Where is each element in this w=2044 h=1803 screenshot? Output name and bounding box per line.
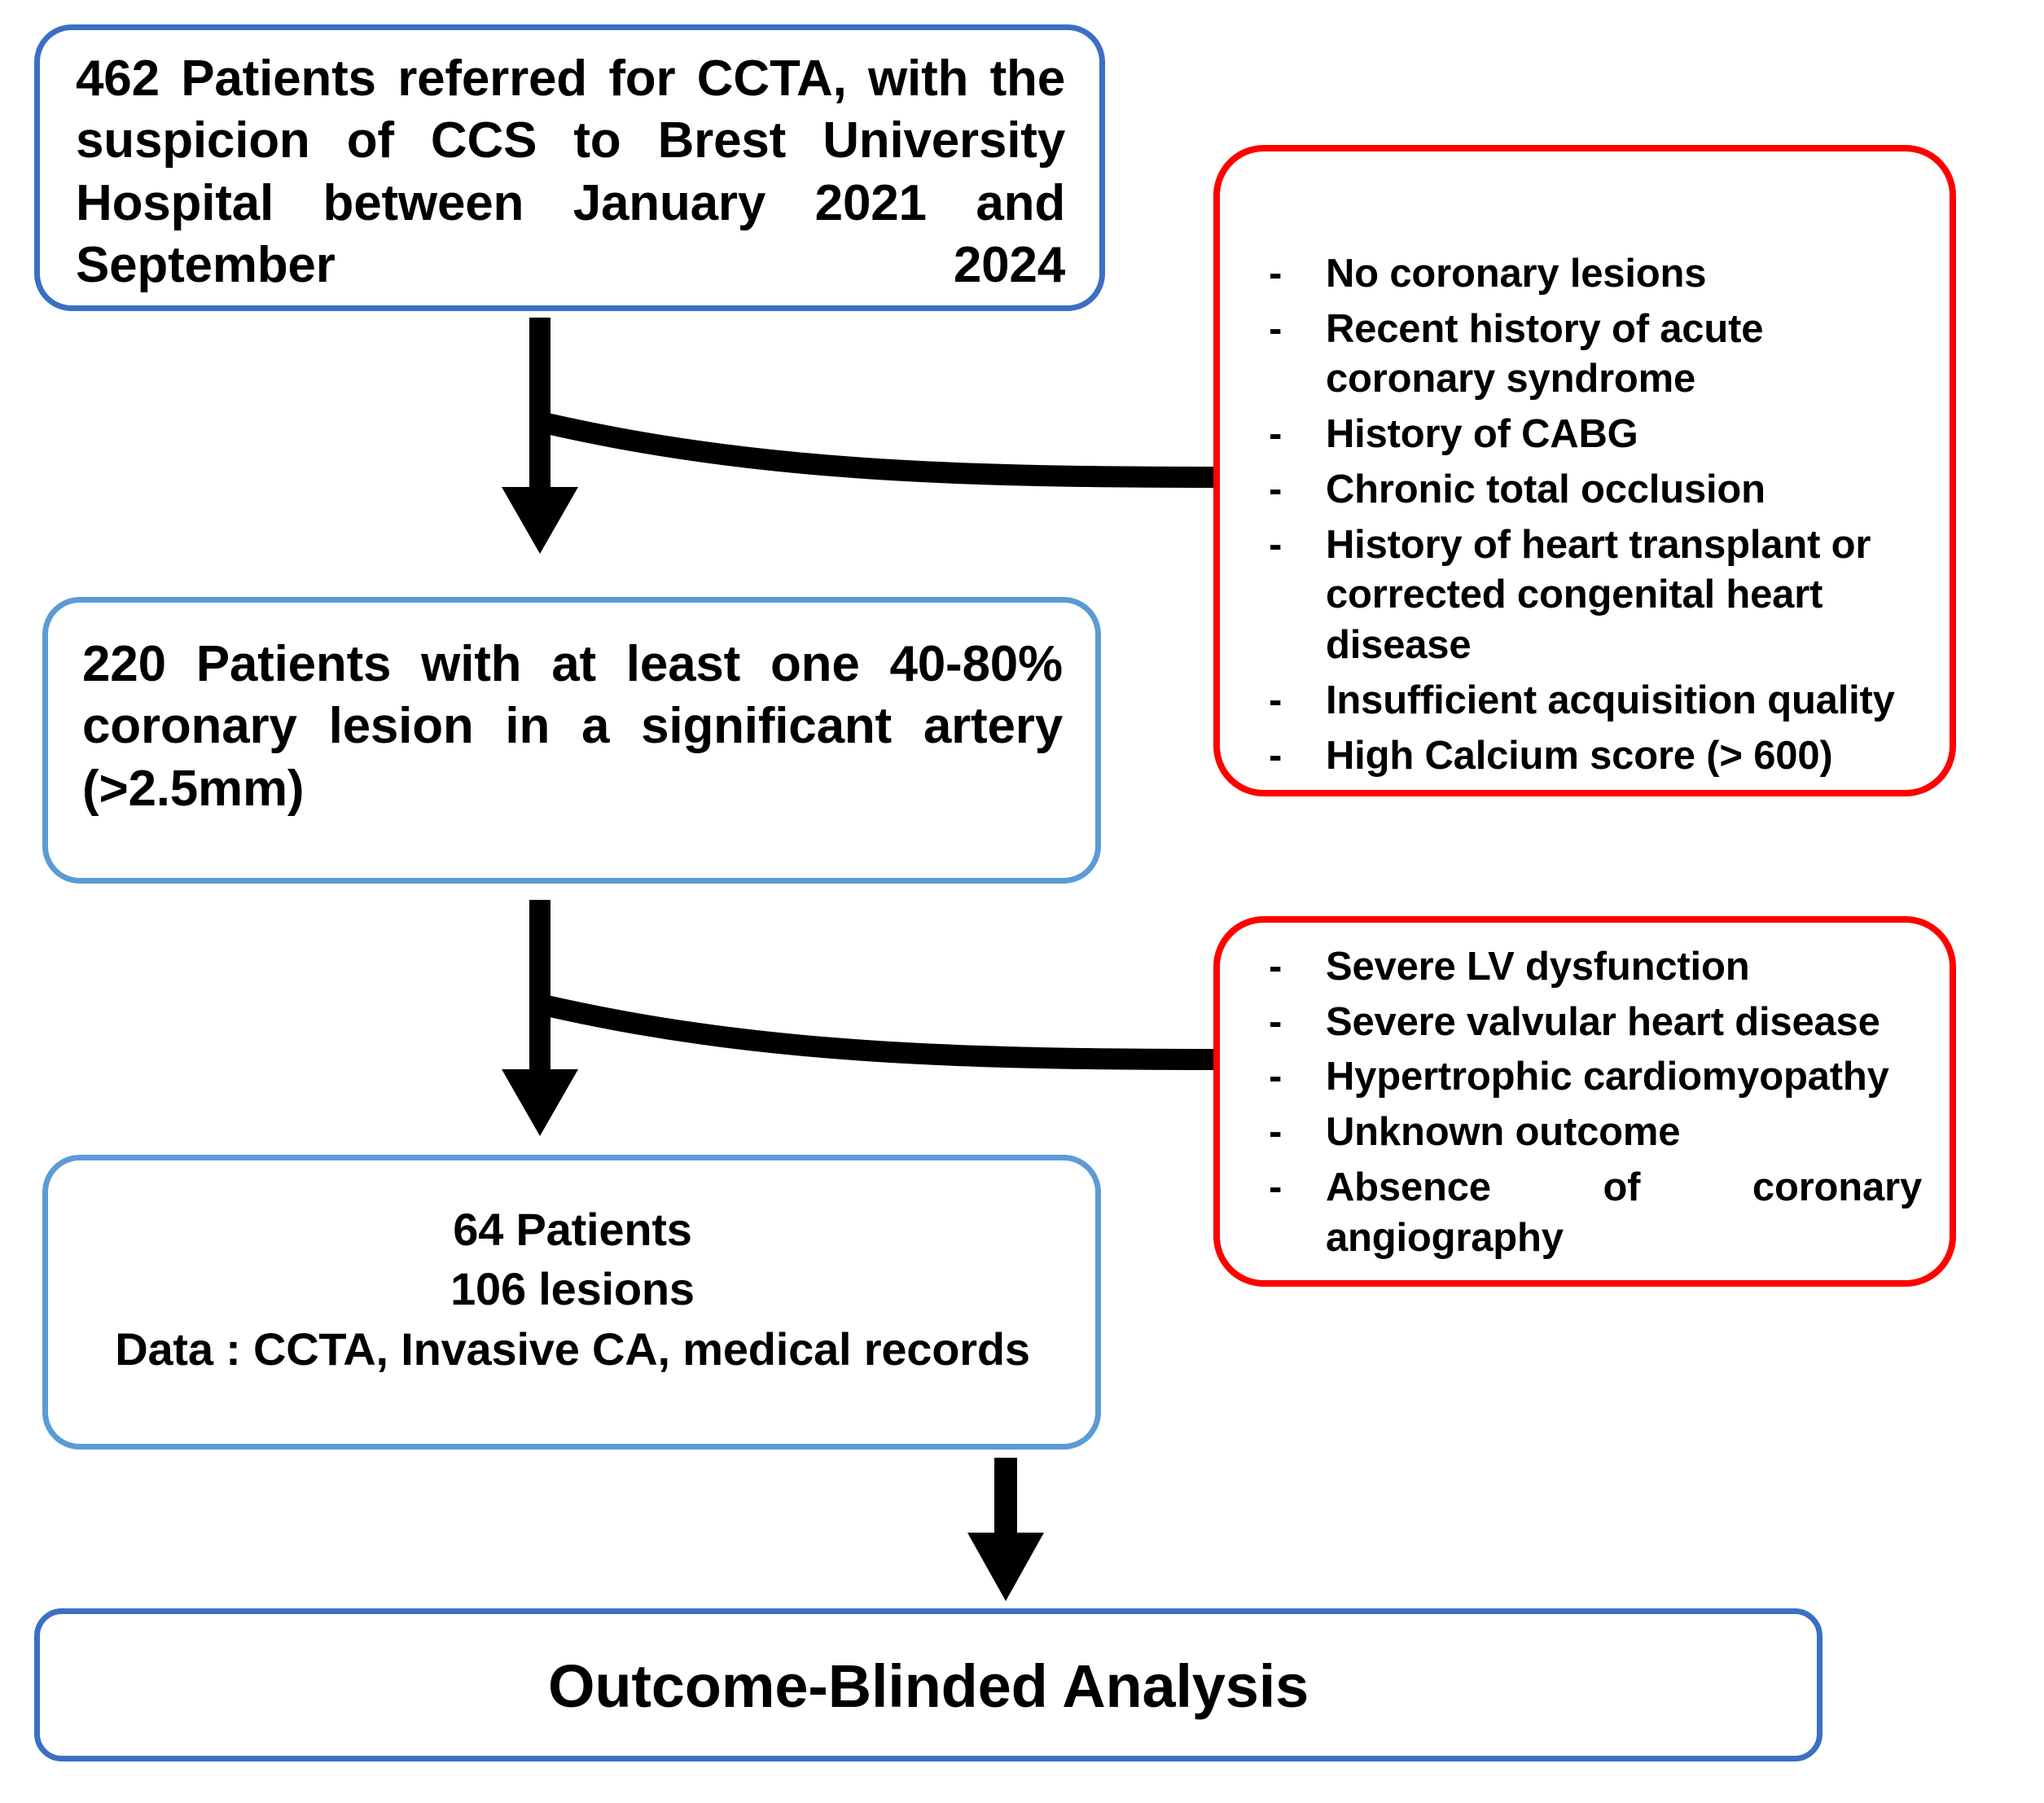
- cohort-screened-text: 220 Patients with at least one 40-80% co…: [82, 636, 1063, 817]
- bullet-dash: -: [1269, 306, 1283, 351]
- bullet-dash: -: [1269, 1110, 1283, 1155]
- node-cohort-final: 64 Patients 106 lesions Data : CCTA, Inv…: [42, 1155, 1101, 1450]
- node-outcome: Outcome-Blinded Analysis: [34, 1608, 1822, 1761]
- list-item-label: High Calcium score (> 600): [1326, 733, 1833, 778]
- list-item: - Chronic total occlusion: [1262, 465, 1922, 515]
- list-item: - High Calcium score (> 600): [1262, 731, 1922, 782]
- list-item: - Hypertrophic cardiomyopathy: [1262, 1052, 1922, 1103]
- list-item: - Absence of coronary angiography: [1262, 1163, 1922, 1314]
- bullet-dash: -: [1269, 945, 1283, 989]
- arrow-screened-to-final-and-exclusions: [502, 900, 1277, 1136]
- list-item: - Insufficient acquisition quality: [1262, 676, 1922, 726]
- list-item-label: Hypertrophic cardiomyopathy: [1326, 1055, 1889, 1099]
- list-item-label: Severe LV dysfunction: [1326, 945, 1750, 989]
- cohort-final-line-data: Data : CCTA, Invasive CA, medical record…: [115, 1323, 1030, 1375]
- arrow-initial-to-screened-and-exclusions: [502, 318, 1277, 554]
- arrow-final-to-outcome: [967, 1458, 1044, 1601]
- bullet-dash: -: [1269, 412, 1283, 457]
- bullet-dash: -: [1269, 733, 1283, 778]
- list-item-label: History of heart transplant or corrected…: [1326, 522, 1871, 668]
- bullet-dash: -: [1269, 1165, 1283, 1209]
- bullet-dash: -: [1269, 999, 1283, 1044]
- list-item-label: Unknown outcome: [1326, 1110, 1681, 1155]
- cohort-initial-text: 462 Patients referred for CCTA, with the…: [76, 50, 1065, 293]
- list-item: - Severe LV dysfunction: [1262, 942, 1922, 993]
- list-item: - No coronary lesions: [1262, 249, 1922, 300]
- list-item: - Recent history of acute coronary syndr…: [1262, 305, 1922, 405]
- bullet-dash: -: [1269, 522, 1283, 567]
- arrow-shaft-vertical: [529, 900, 550, 1083]
- arrow-shaft-vertical: [994, 1458, 1017, 1543]
- list-item-label: Insufficient acquisition quality: [1326, 678, 1895, 722]
- node-cohort-screened: 220 Patients with at least one 40-80% co…: [42, 597, 1101, 884]
- list-item-label: Recent history of acute coronary syndrom…: [1326, 306, 1764, 401]
- arrowhead-down: [967, 1533, 1044, 1601]
- node-exclusions-1: - No coronary lesions - Recent history o…: [1213, 145, 1956, 796]
- exclusions-1-list: - No coronary lesions - Recent history o…: [1262, 249, 1922, 786]
- list-item-label: History of CABG: [1326, 412, 1638, 457]
- list-item-label: Chronic total occlusion: [1326, 467, 1765, 511]
- list-item-label: No coronary lesions: [1326, 252, 1707, 296]
- list-item: - Unknown outcome: [1262, 1108, 1922, 1158]
- arrow-curve-right: [537, 994, 1230, 1070]
- list-item: - History of heart transplant or correct…: [1262, 520, 1922, 671]
- node-exclusions-2: - Severe LV dysfunction - Severe valvula…: [1213, 916, 1956, 1287]
- bullet-dash: -: [1269, 1055, 1283, 1099]
- list-item: - Severe valvular heart disease: [1262, 998, 1922, 1048]
- outcome-title: Outcome-Blinded Analysis: [547, 1652, 1309, 1720]
- bullet-dash: -: [1269, 678, 1283, 722]
- exclusions-2-list: - Severe LV dysfunction - Severe valvula…: [1262, 942, 1922, 1318]
- arrow-curve-right: [537, 411, 1230, 488]
- arrowhead-down: [502, 1069, 578, 1136]
- cohort-final-line-patients: 64 Patients: [453, 1204, 692, 1255]
- bullet-dash: -: [1269, 467, 1283, 511]
- list-item-label: Absence of coronary angiography: [1326, 1165, 1922, 1260]
- node-cohort-initial: 462 Patients referred for CCTA, with the…: [34, 24, 1105, 311]
- cohort-final-text: 64 Patients 106 lesions Data : CCTA, Inv…: [81, 1200, 1064, 1379]
- cohort-final-line-lesions: 106 lesions: [450, 1263, 695, 1315]
- bullet-dash: -: [1269, 252, 1283, 296]
- arrowhead-down: [502, 487, 578, 554]
- list-item: - History of CABG: [1262, 410, 1922, 460]
- arrow-shaft-vertical: [529, 318, 550, 501]
- list-item-label: Severe valvular heart disease: [1326, 999, 1880, 1044]
